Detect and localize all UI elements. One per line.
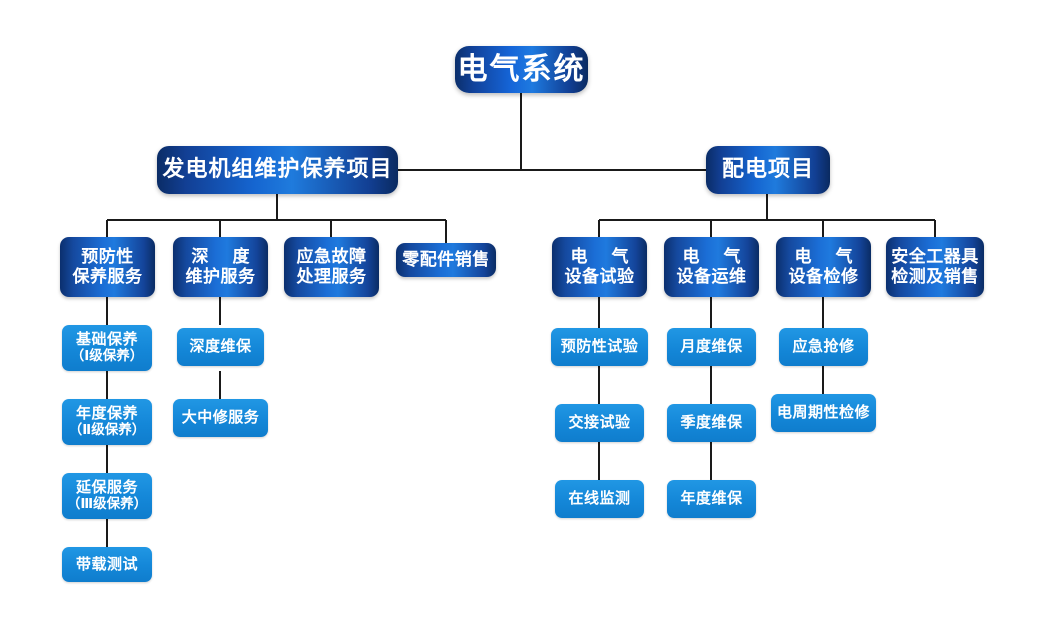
node-label: 在线监测	[568, 489, 631, 508]
node-load-test[interactable]: 带载测试	[62, 547, 152, 582]
node-generator-maintenance-project[interactable]: 发电机组维护保养项目	[157, 146, 398, 194]
node-emergency-fault-handling-service[interactable]: 应急故障 处理服务	[284, 237, 379, 297]
node-annual-maintenance-level2[interactable]: 年度保养 （Ⅱ级保养）	[62, 399, 152, 445]
node-label-line-1: 电 气	[570, 246, 638, 267]
node-monthly-maintenance[interactable]: 月度维保	[667, 328, 756, 366]
node-label-line-2: 维护服务	[185, 267, 256, 287]
node-electrical-equipment-operation[interactable]: 电 气 设备运维	[664, 237, 759, 297]
node-safety-tools-testing-sales[interactable]: 安全工器具 检测及销售	[886, 237, 984, 297]
node-label-line-2: （Ⅰ级保养）	[70, 347, 144, 364]
node-deep-maintenance-service[interactable]: 深 度 维护服务	[173, 237, 268, 297]
node-electrical-equipment-overhaul[interactable]: 电 气 设备检修	[776, 237, 871, 297]
node-label-line-2: 设备运维	[676, 267, 747, 287]
node-label-line-1: 年度保养	[75, 404, 138, 423]
node-power-distribution-project[interactable]: 配电项目	[706, 146, 830, 194]
node-quarterly-maintenance[interactable]: 季度维保	[667, 404, 756, 442]
node-label-line-2: 处理服务	[296, 267, 367, 287]
node-periodic-electrical-overhaul[interactable]: 电周期性检修	[771, 394, 876, 432]
node-preventive-maintenance-service[interactable]: 预防性 保养服务	[60, 237, 155, 297]
node-label-line-1: 基础保养	[75, 330, 138, 349]
node-label-line-1: 延保服务	[75, 478, 138, 497]
node-label: 大中修服务	[181, 408, 260, 427]
node-label-line-2: 设备检修	[788, 267, 859, 287]
node-label-line-1: 安全工器具	[891, 246, 979, 267]
node-label: 年度维保	[680, 489, 743, 508]
node-label: 零配件销售	[402, 249, 490, 270]
node-label-line-2: 保养服务	[72, 267, 143, 287]
node-label: 交接试验	[568, 413, 631, 432]
node-label-line-2: 设备试验	[564, 267, 635, 287]
node-electrical-equipment-testing[interactable]: 电 气 设备试验	[552, 237, 647, 297]
node-deep-maintenance[interactable]: 深度维保	[177, 328, 264, 366]
node-handover-test[interactable]: 交接试验	[555, 404, 644, 442]
node-spare-parts-sales[interactable]: 零配件销售	[396, 243, 496, 277]
node-label: 带载测试	[75, 554, 138, 573]
node-label-line-1: 电 气	[682, 246, 750, 267]
node-label-line-2: （Ⅱ级保养）	[68, 421, 146, 438]
node-online-monitoring[interactable]: 在线监测	[555, 480, 644, 518]
node-annual-maintenance[interactable]: 年度维保	[667, 480, 756, 518]
node-label: 配电项目	[721, 157, 814, 183]
node-label: 深度维保	[189, 337, 252, 356]
node-label: 应急抢修	[792, 337, 855, 356]
node-label: 发电机组维护保养项目	[162, 157, 393, 183]
node-label-line-1: 预防性	[81, 246, 134, 267]
node-root-electrical-system[interactable]: 电气系统	[455, 46, 588, 93]
node-extended-warranty-level3[interactable]: 延保服务 （Ⅲ级保养）	[62, 473, 152, 519]
node-label: 季度维保	[680, 413, 743, 432]
node-label-line-1: 电 气	[794, 246, 862, 267]
node-label: 电气系统	[457, 51, 586, 87]
node-label: 月度维保	[680, 337, 743, 356]
node-label-line-2: （Ⅲ级保养）	[66, 495, 148, 512]
node-major-medium-repair-service[interactable]: 大中修服务	[173, 399, 268, 437]
node-label-line-2: 检测及销售	[891, 267, 979, 287]
node-label-line-1: 应急故障	[296, 246, 367, 267]
node-label-line-1: 深 度	[191, 246, 259, 267]
node-label: 电周期性检修	[776, 403, 870, 422]
node-basic-maintenance-level1[interactable]: 基础保养 （Ⅰ级保养）	[62, 325, 152, 371]
node-emergency-repair[interactable]: 应急抢修	[779, 328, 868, 366]
node-label: 预防性试验	[560, 337, 639, 356]
node-preventive-test[interactable]: 预防性试验	[551, 328, 648, 366]
